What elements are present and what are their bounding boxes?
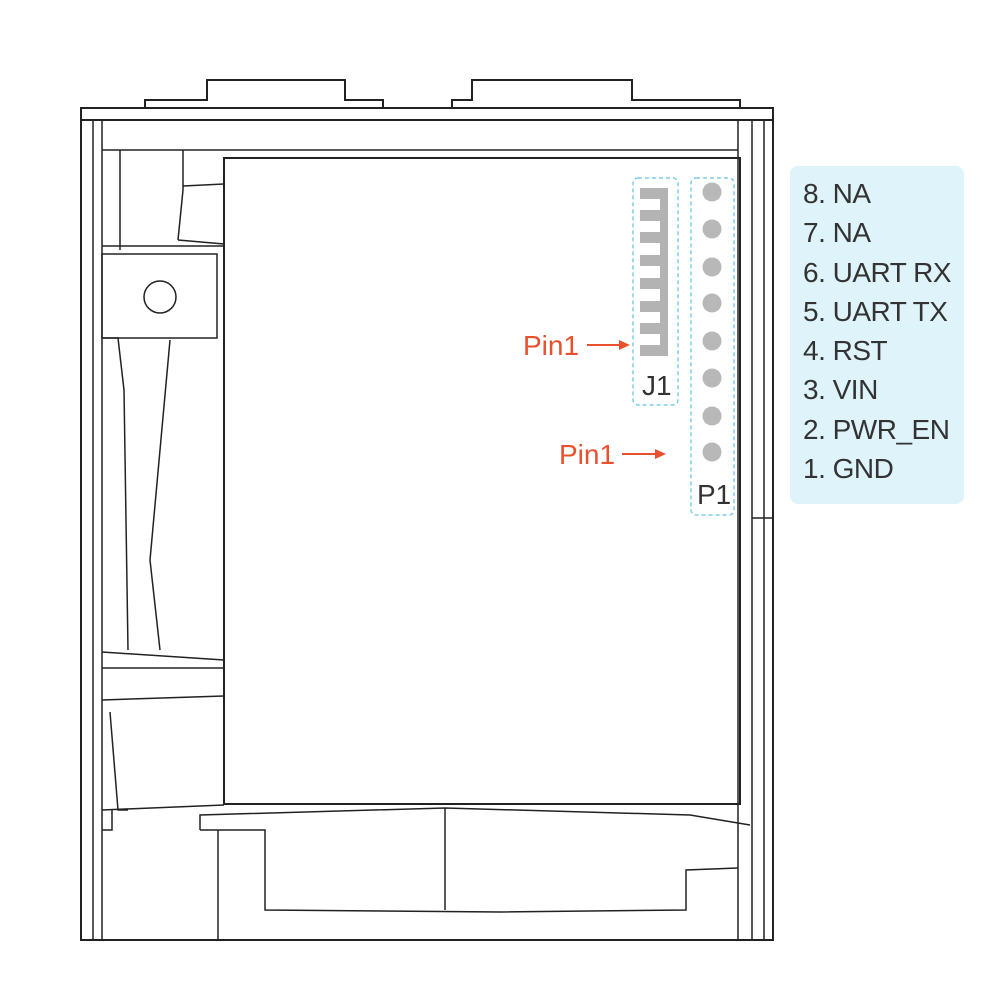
p1-pin-8 <box>702 182 722 202</box>
p1-pin-2 <box>702 406 722 426</box>
p1-pin-dots <box>702 182 722 462</box>
p1-pin-1 <box>702 442 722 462</box>
j1-connector <box>640 188 668 356</box>
pinout-item-4: 4. RST <box>803 335 888 367</box>
pcb-board <box>223 157 741 805</box>
pinout-item-2: 2. PWR_EN <box>803 413 950 445</box>
pinout-item-6: 6. UART RX <box>803 256 952 288</box>
j1-pin1-arrow <box>587 340 630 350</box>
p1-highlight <box>690 177 735 516</box>
j1-label: J1 <box>642 370 672 401</box>
p1-pin-3 <box>702 368 722 388</box>
housing-outline <box>80 79 774 941</box>
pinout-item-1: 1. GND <box>803 453 894 485</box>
p1-pin1-arrow <box>622 449 666 459</box>
p1-pin-7 <box>702 219 722 239</box>
p1-pin-4 <box>702 331 722 351</box>
pinout-legend: 8. NA 7. NA 6. UART RX 5. UART TX 4. RST… <box>790 166 964 504</box>
pinout-item-3: 3. VIN <box>803 374 878 406</box>
p1-pin1-label: Pin1 <box>559 439 615 470</box>
left-mount <box>101 150 225 831</box>
pinout-item-5: 5. UART TX <box>803 295 948 327</box>
j1-highlight <box>632 177 679 406</box>
p1-label: P1 <box>697 479 731 510</box>
bottom-mount <box>199 807 751 940</box>
pinout-item-7: 7. NA <box>803 217 871 249</box>
p1-pin-6 <box>702 257 722 277</box>
j1-pin1-label: Pin1 <box>523 330 579 361</box>
p1-pin-5 <box>702 293 722 313</box>
pinout-item-8: 8. NA <box>803 178 871 209</box>
